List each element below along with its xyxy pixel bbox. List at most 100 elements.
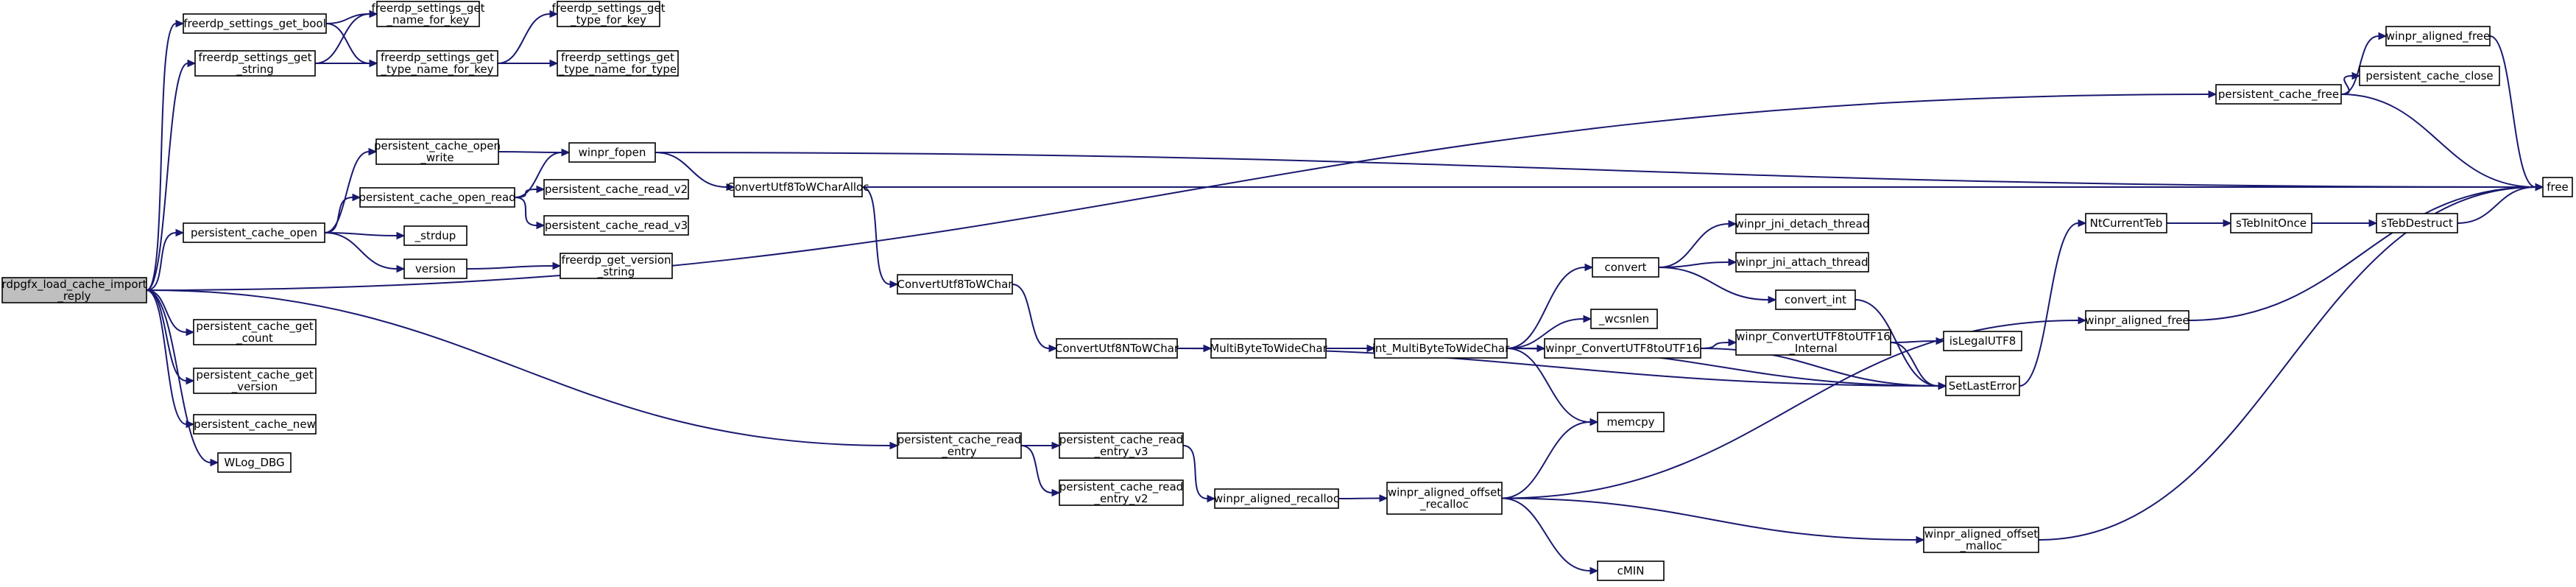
- node-label: _count: [236, 331, 273, 345]
- node-cache-open-write[interactable]: persistent_cache_open_write: [374, 138, 501, 165]
- node-cache-new[interactable]: persistent_cache_new: [193, 414, 317, 435]
- node-aligned-free-mid[interactable]: winpr_aligned_free: [2085, 310, 2189, 331]
- node-wcsnlen[interactable]: _wcsnlen: [1590, 309, 1658, 329]
- edge-arrowhead: [1051, 441, 1061, 450]
- node-aligned-free-top[interactable]: winpr_aligned_free: [2385, 26, 2491, 46]
- node-cache-open-read[interactable]: persistent_cache_open_read: [359, 187, 516, 208]
- node-strdup[interactable]: _strdup: [403, 225, 467, 246]
- node-utf8-alloc[interactable]: ConvertUtf8ToWCharAlloc: [727, 177, 869, 197]
- node-box: [1059, 479, 1184, 506]
- node-label: _Internal: [1788, 342, 1837, 356]
- edge-root-to-cache-open: [146, 228, 185, 291]
- edge-line: [2489, 35, 2536, 188]
- node-read-v2[interactable]: persistent_cache_read_v2: [543, 179, 689, 200]
- node-get-type-for-key[interactable]: freerdp_settings_get_type_for_key: [552, 1, 666, 27]
- node-mb-to-wc[interactable]: MultiByteToWideChar: [1210, 338, 1328, 359]
- node-aligned-offset-recalloc[interactable]: winpr_aligned_offset_recalloc: [1386, 482, 1503, 515]
- node-jni-detach[interactable]: winpr_jni_detach_thread: [1735, 214, 1870, 234]
- node-utf8-to-wchar[interactable]: ConvertUtf8ToWChar: [897, 274, 1014, 295]
- node-utf8-to-utf16[interactable]: winpr_ConvertUTF8toUTF16: [1544, 338, 1701, 359]
- edge-arrowhead: [1728, 258, 1737, 267]
- node-version[interactable]: version: [403, 259, 467, 279]
- edge-arrowhead: [2208, 90, 2217, 99]
- node-label: persistent_cache_new: [194, 418, 316, 432]
- node-read-v3[interactable]: persistent_cache_read_v3: [543, 215, 689, 236]
- node-cache-close[interactable]: persistent_cache_close: [2359, 66, 2500, 86]
- node-utf8n-to-wchar[interactable]: ConvertUtf8NToWChar: [1055, 338, 1179, 359]
- edge-get-type-name-for-key-to-get-type-name-for-type: [497, 59, 559, 68]
- edge-line: [1658, 267, 1769, 300]
- node-set-last-error[interactable]: SetLastError: [1945, 376, 2020, 396]
- node-int-mb-to-wc[interactable]: int_MultiByteToWideChar: [1372, 338, 1510, 359]
- node-label: freerdp_settings_get: [199, 51, 312, 65]
- node-get-type-name-for-type[interactable]: freerdp_settings_get_type_name_for_type: [557, 50, 679, 77]
- node-aligned-offset-malloc[interactable]: winpr_aligned_offset_malloc: [1923, 527, 2039, 553]
- node-read-entry-v2[interactable]: persistent_cache_read_entry_v2: [1059, 479, 1184, 506]
- node-cache-free[interactable]: persistent_cache_free: [2215, 84, 2342, 105]
- node-label: freerdp_settings_get: [372, 1, 485, 15]
- node-get-version-string[interactable]: freerdp_get_version_string: [560, 253, 673, 279]
- node-jni-attach[interactable]: winpr_jni_attach_thread: [1735, 252, 1869, 273]
- node-convert[interactable]: convert: [1592, 257, 1659, 278]
- node-free[interactable]: free: [2542, 177, 2573, 197]
- node-convert-int[interactable]: convert_int: [1775, 289, 1856, 310]
- edge-line: [1501, 497, 1917, 541]
- node-memcpy[interactable]: memcpy: [1597, 412, 1665, 432]
- node-label: SetLastError: [1949, 379, 2017, 393]
- edge-aligned-free-top-to-free: [2489, 35, 2544, 191]
- node-steb-init-once[interactable]: sTebInitOnce: [2230, 213, 2312, 233]
- node-get-count[interactable]: persistent_cache_get_count: [193, 319, 317, 345]
- edge-root-to-read-entry: [146, 289, 899, 450]
- node-get-version[interactable]: persistent_cache_get_version: [193, 368, 317, 394]
- node-cache-open[interactable]: persistent_cache_open: [183, 222, 325, 243]
- edge-aligned-offset-recalloc-to-aligned-free-mid: [1501, 316, 2087, 499]
- node-label: _string: [236, 63, 274, 77]
- node-label: _entry_v2: [1093, 492, 1148, 506]
- edge-int-mb-to-wc-to-wcsnlen: [1506, 314, 1592, 349]
- node-box: [1735, 329, 1891, 356]
- node-is-legal-utf8[interactable]: isLegalUTF8: [1943, 331, 2022, 351]
- node-aligned-recalloc[interactable]: winpr_aligned_recalloc: [1214, 488, 1339, 509]
- node-get-string[interactable]: freerdp_settings_get_string: [194, 50, 316, 77]
- edge-arrowhead: [536, 185, 546, 194]
- edge-arrowhead: [1589, 566, 1599, 575]
- node-nt-current-teb[interactable]: NtCurrentTeb: [2085, 213, 2167, 233]
- node-box: [1735, 214, 1869, 234]
- edge-arrowhead: [889, 441, 899, 450]
- node-utf8-to-utf16-internal[interactable]: winpr_ConvertUTF8toUTF16_Internal: [1735, 329, 1891, 356]
- node-get-type-name-for-key[interactable]: freerdp_settings_get_type_name_for_key: [376, 50, 498, 77]
- edge-arrowhead: [175, 19, 185, 28]
- node-wlog-dbg[interactable]: WLog_DBG: [217, 452, 292, 473]
- node-label: MultiByteToWideChar: [1210, 342, 1327, 355]
- node-box: [1597, 560, 1665, 581]
- edge-line: [146, 289, 187, 333]
- node-winpr-fopen[interactable]: winpr_fopen: [568, 142, 656, 163]
- node-get-name-for-key[interactable]: freerdp_settings_get_name_for_key: [372, 1, 485, 27]
- node-label: rdpgfx_load_cache_import: [1, 278, 147, 292]
- edge-line: [861, 186, 891, 285]
- node-label: cMIN: [1617, 564, 1645, 577]
- edge-line: [1020, 445, 1053, 493]
- node-label: _entry_v3: [1093, 445, 1148, 459]
- edge-cache-free-to-cache-close: [2340, 71, 2361, 95]
- node-read-entry[interactable]: persistent_cache_read_entry: [897, 432, 1022, 459]
- edge-arrowhead: [1048, 344, 1058, 353]
- edge-line: [2340, 35, 2379, 95]
- node-read-entry-v3[interactable]: persistent_cache_read_entry_v3: [1059, 432, 1184, 459]
- node-box: [2385, 26, 2491, 46]
- node-box: [193, 368, 317, 394]
- node-steb-destruct[interactable]: sTebDestruct: [2376, 213, 2458, 233]
- node-box: [2230, 213, 2312, 233]
- edge-line: [325, 23, 370, 64]
- node-cmin[interactable]: cMIN: [1597, 560, 1665, 581]
- edge-line: [146, 94, 2209, 291]
- edge-arrowhead: [1938, 382, 1947, 390]
- edge-arrowhead: [2378, 32, 2388, 41]
- edge-cache-open-read-to-read-v3: [514, 197, 546, 230]
- node-root[interactable]: rdpgfx_load_cache_import_reply: [1, 277, 147, 303]
- node-label: isLegalUTF8: [1949, 334, 2016, 348]
- edge-aligned-offset-recalloc-to-cmin: [1501, 497, 1599, 575]
- node-box: [560, 253, 673, 279]
- node-get-bool[interactable]: freerdp_settings_get_bool: [183, 13, 327, 34]
- edge-aligned-offset-malloc-to-free: [2038, 183, 2544, 541]
